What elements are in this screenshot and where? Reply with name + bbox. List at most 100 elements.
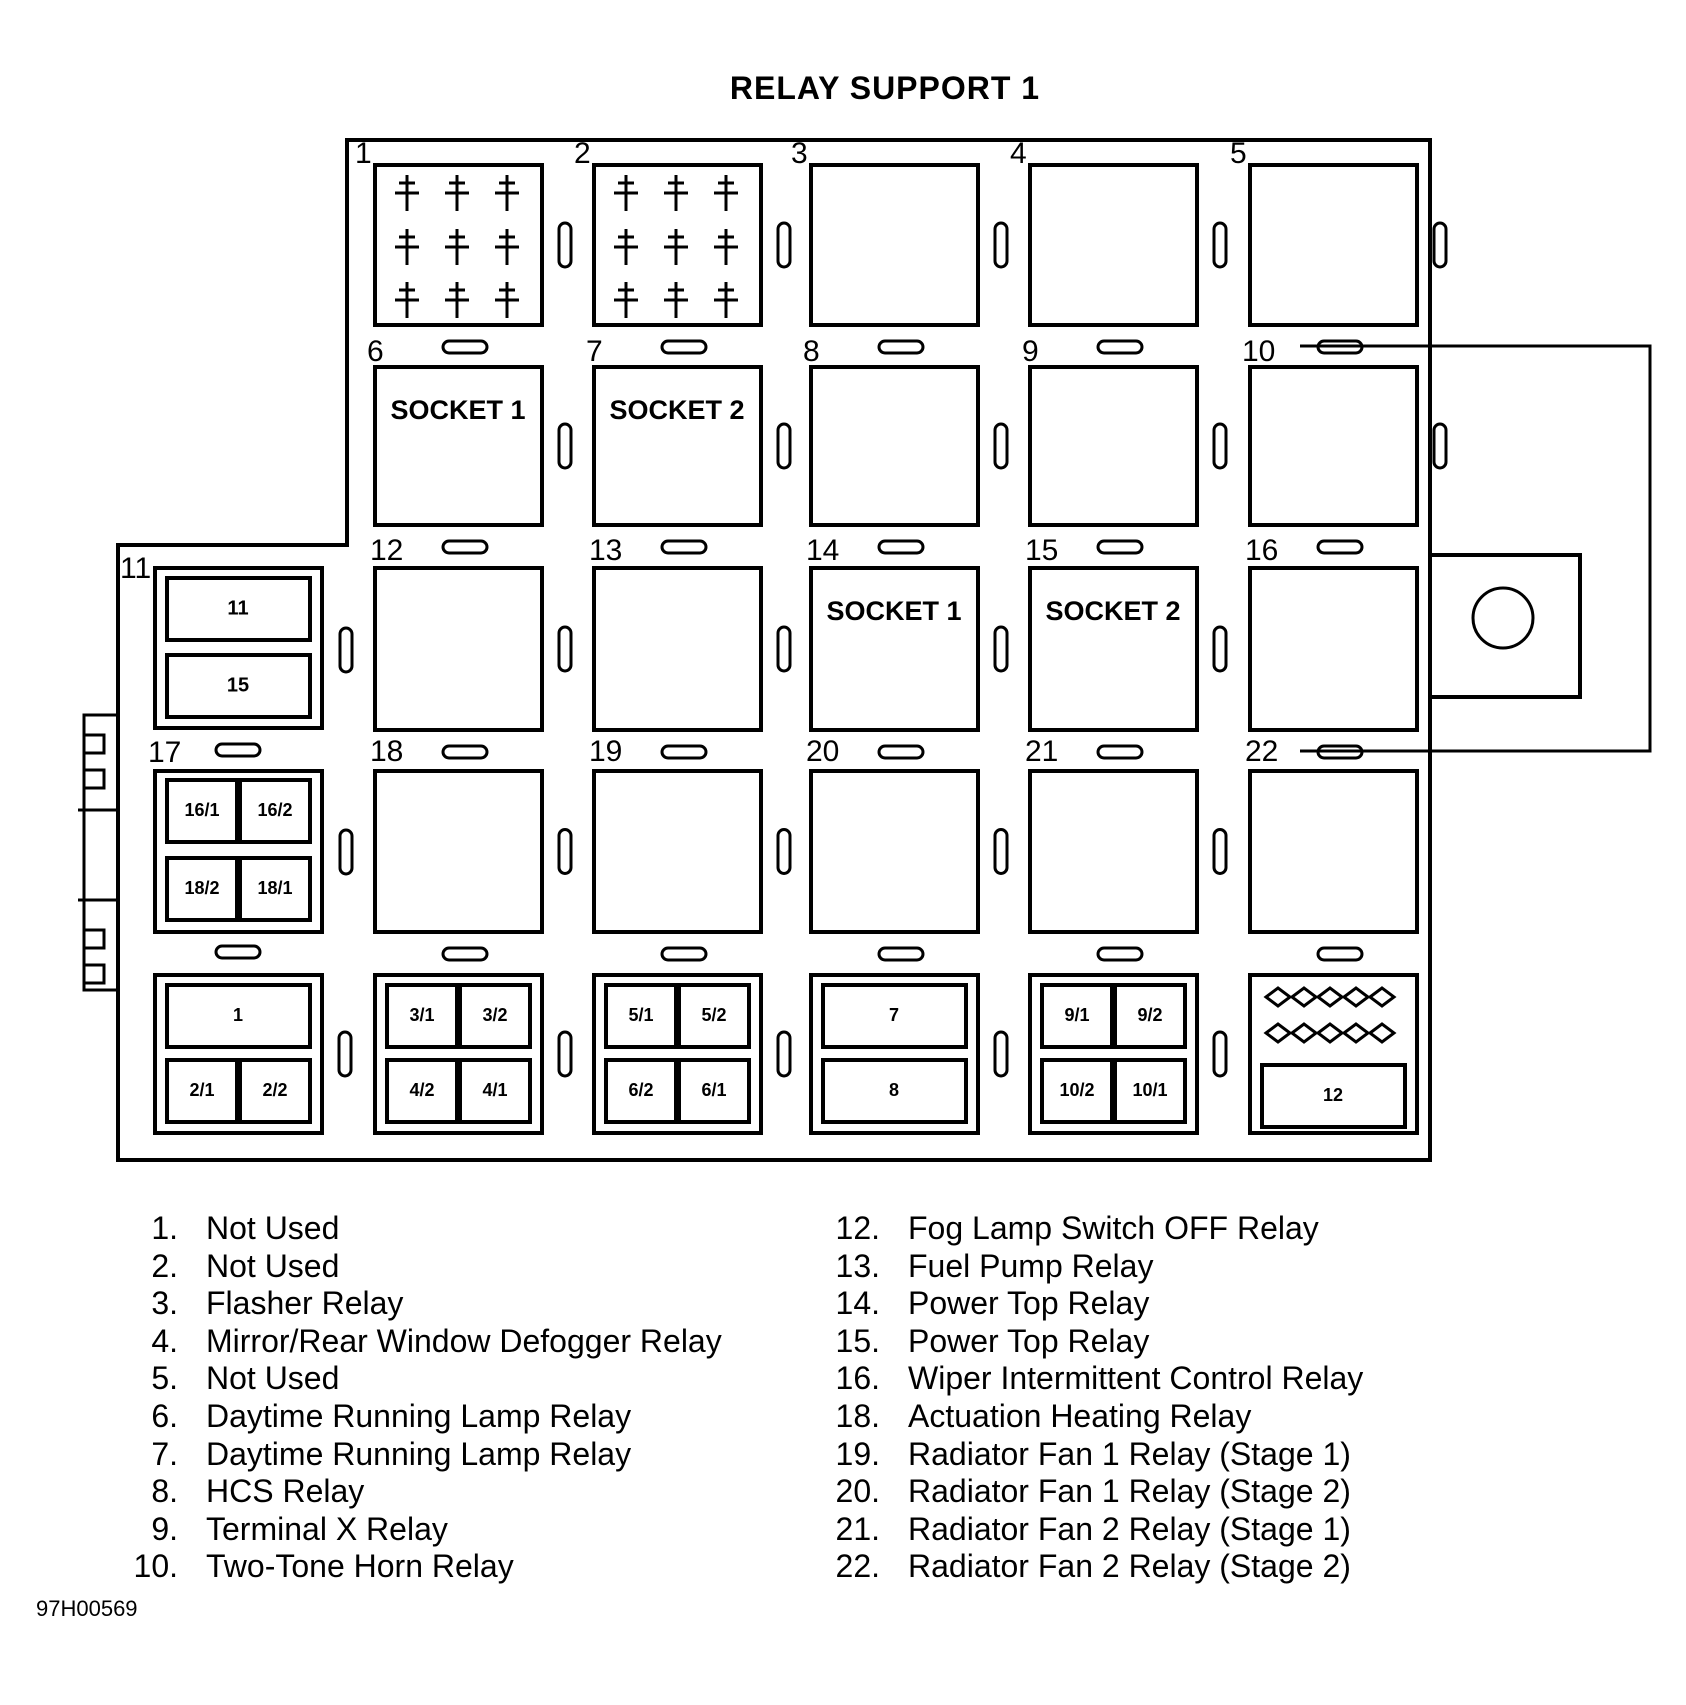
slot-vertical <box>1212 221 1228 269</box>
position-number: 22 <box>1245 735 1278 768</box>
legend-text: Power Top Relay <box>908 1322 1150 1359</box>
position-number: 4 <box>1010 137 1027 170</box>
pin-terminal <box>614 175 638 211</box>
position-number: 14 <box>806 534 839 567</box>
cell-label: 5/2 <box>701 1005 726 1025</box>
pin-terminal <box>714 175 738 211</box>
position-number: 2 <box>574 137 591 170</box>
pin-terminal <box>664 229 688 265</box>
socket-label: SOCKET 2 <box>609 395 744 425</box>
slot-vertical <box>776 625 792 673</box>
legend-text: Daytime Running Lamp Relay <box>206 1398 632 1434</box>
relay-slot-4 <box>1028 163 1199 327</box>
legend-number: 4. <box>151 1322 178 1359</box>
legend-text: Radiator Fan 2 Relay (Stage 1) <box>908 1510 1351 1547</box>
fuse-cell <box>604 983 678 1049</box>
terminal-pin <box>1341 986 1371 1008</box>
legend-text: Not Used <box>206 1247 340 1284</box>
position-number: 13 <box>589 534 622 567</box>
slot-vertical <box>776 828 792 875</box>
fuse-15 <box>165 653 312 719</box>
slot-vertical <box>1432 221 1448 269</box>
clip-tab <box>84 733 106 755</box>
legend-text: Not Used <box>206 1360 340 1397</box>
pin-terminal <box>445 282 469 318</box>
slot-horizontal <box>441 539 489 555</box>
pin-terminal <box>664 282 688 318</box>
slot-vertical <box>1212 422 1228 470</box>
terminal-pin <box>1289 986 1319 1008</box>
fuse-cell <box>1040 1058 1114 1124</box>
clip-tab <box>84 928 106 950</box>
terminal-pin <box>1315 1022 1345 1044</box>
slot-horizontal <box>660 339 708 355</box>
pin-terminal <box>445 229 469 265</box>
legend-text: Daytime Running Lamp Relay <box>206 1435 632 1472</box>
terminal-pin <box>1341 1022 1371 1044</box>
fuse-cell <box>165 983 312 1049</box>
cell-label: 10/2 <box>1059 1080 1094 1100</box>
slot-horizontal <box>1316 946 1364 962</box>
slot-vertical <box>1212 828 1228 875</box>
fuse-block <box>592 973 763 1135</box>
slot-horizontal <box>877 539 925 555</box>
legend-number: 7. <box>151 1435 178 1472</box>
pin-terminal <box>445 175 469 211</box>
slot-vertical <box>557 828 573 875</box>
slot-horizontal <box>877 946 925 962</box>
relay-slot-14 <box>809 566 980 732</box>
cell-label: 16/1 <box>184 800 219 820</box>
cell-label: 18/2 <box>184 878 219 898</box>
legend-number: 20. <box>835 1473 880 1510</box>
position-number: 11 <box>120 552 151 585</box>
relay-slot-13 <box>592 566 763 732</box>
slot-vertical <box>557 221 573 269</box>
relay-slot-5 <box>1248 163 1419 327</box>
slot-horizontal <box>1096 946 1144 962</box>
fuse-cell <box>458 1058 532 1124</box>
cell-label: 4/2 <box>409 1080 434 1100</box>
fuse-cell <box>1113 983 1187 1049</box>
slot-vertical <box>557 625 573 673</box>
relay-slot-9 <box>1028 365 1199 527</box>
relay-slot-6 <box>373 365 544 527</box>
terminal-pin <box>1263 1022 1293 1044</box>
slot-vertical <box>337 1030 353 1078</box>
slot-vertical <box>557 422 573 470</box>
slot-horizontal <box>1316 339 1364 355</box>
pin-terminal <box>614 282 638 318</box>
cell-label: 18/1 <box>257 878 292 898</box>
slot-vertical <box>993 422 1009 470</box>
terminal-pin <box>1289 1022 1319 1044</box>
clip-bar <box>78 808 118 902</box>
socket-label: SOCKET 1 <box>826 596 961 626</box>
legend-text: Radiator Fan 1 Relay (Stage 2) <box>908 1473 1351 1510</box>
fuse-block <box>373 973 544 1135</box>
socket-label: SOCKET 2 <box>1045 596 1180 626</box>
legend-number: 18. <box>835 1398 880 1434</box>
legend-text: Wiper Intermittent Control Relay <box>908 1360 1364 1397</box>
relay-slot-3 <box>809 163 980 327</box>
cell-label: 6/2 <box>628 1080 653 1100</box>
pin-terminal <box>395 229 419 265</box>
legend-number: 5. <box>151 1360 178 1397</box>
fuse-block <box>1248 973 1419 1135</box>
relay-slot-21 <box>1028 769 1199 934</box>
terminal-pin <box>1315 986 1345 1008</box>
position-number: 19 <box>589 735 622 768</box>
fuse-cell <box>1040 983 1114 1049</box>
relay-slot-20 <box>809 769 980 934</box>
slot-vertical <box>993 828 1009 875</box>
cell-label: 4/1 <box>482 1080 507 1100</box>
slot-horizontal <box>214 742 262 758</box>
slot-horizontal <box>660 539 708 555</box>
legend-text: Two-Tone Horn Relay <box>206 1548 514 1585</box>
slot-vertical <box>338 828 354 876</box>
relay-slot-10 <box>1248 365 1419 527</box>
position-number: 17 <box>148 736 181 769</box>
legend-number: 13. <box>835 1247 880 1284</box>
position-number: 9 <box>1022 335 1039 368</box>
legend-number: 3. <box>151 1285 178 1322</box>
pin-terminal <box>395 282 419 318</box>
